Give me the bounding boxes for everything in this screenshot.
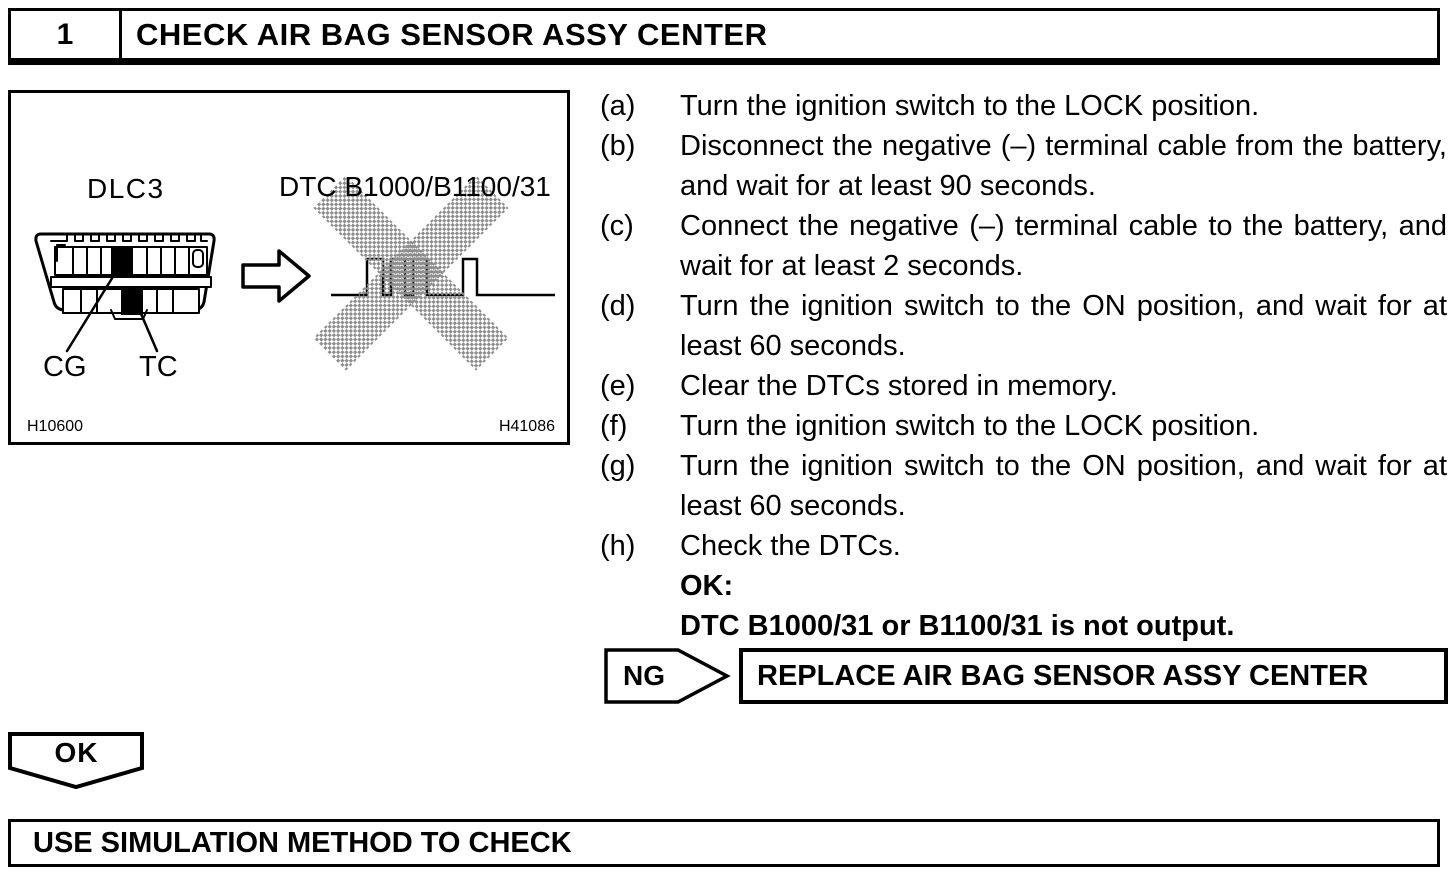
cg-leader-line	[65, 265, 121, 353]
step-text: Check the DTCs.	[680, 530, 901, 562]
step-title: CHECK AIR BAG SENSOR ASSY CENTER	[136, 16, 768, 52]
ok-heading: OK:	[680, 570, 734, 602]
step-number: 1	[11, 11, 122, 58]
step-text: Turn the ignition switch to the ON posit…	[680, 290, 1447, 362]
procedure-steps: (a) Turn the ignition switch to the LOCK…	[600, 86, 1447, 646]
figure-ref-left: H10600	[27, 418, 84, 435]
step-header: 1 CHECK AIR BAG SENSOR ASSY CENTER	[8, 8, 1440, 65]
step-g: (g) Turn the ignition switch to the ON p…	[600, 446, 1447, 526]
figure-artwork	[34, 175, 555, 371]
tc-leader-line	[131, 293, 159, 353]
step-label: (g)	[600, 450, 636, 482]
step-label: (a)	[600, 90, 636, 122]
ng-action-box: REPLACE AIR BAG SENSOR ASSY CENTER	[739, 648, 1448, 704]
step-label: (f)	[600, 410, 628, 442]
figure-ref-right: H41086	[498, 418, 555, 435]
step-text: Turn the ignition switch to the LOCK pos…	[680, 410, 1260, 442]
step-h: (h) Check the DTCs.	[600, 526, 1447, 566]
ng-pentagon-icon	[604, 648, 731, 704]
ok-flow-label: OK	[54, 737, 99, 768]
step-label: (e)	[600, 370, 636, 402]
step-text: Turn the ignition switch to the ON posit…	[680, 450, 1447, 522]
ng-arrow-shape: NG	[604, 648, 731, 704]
step-text: Disconnect the negative (–) terminal cab…	[680, 130, 1447, 202]
step-c: (c) Connect the negative (–) terminal ca…	[600, 206, 1447, 286]
step-b: (b) Disconnect the negative (–) terminal…	[600, 126, 1447, 206]
dtc-code-label: DTC B1000/B1100/31	[279, 171, 551, 202]
step-text: Clear the DTCs stored in memory.	[680, 370, 1118, 402]
step-text: Connect the negative (–) terminal cable …	[680, 210, 1447, 282]
crossed-out-x-icon	[313, 175, 509, 371]
pin-tc-label: TC	[139, 351, 178, 383]
step-d: (d) Turn the ignition switch to the ON p…	[600, 286, 1447, 366]
ok-flow-shape: OK	[8, 732, 145, 792]
dlc3-connector-drawing	[34, 232, 216, 353]
ok-pentagon-icon	[8, 732, 144, 790]
pin-cg-highlight	[111, 247, 133, 275]
step-text: Turn the ignition switch to the LOCK pos…	[680, 90, 1260, 122]
step-label: (h)	[600, 530, 636, 562]
step-label: (b)	[600, 130, 636, 162]
step-label: (c)	[600, 210, 634, 242]
figure-box: DLC3 DTC B1000/B1100/31 CG TC H10600 H41…	[8, 90, 570, 445]
ng-branch: NG REPLACE AIR BAG SENSOR ASSY CENTER	[604, 648, 1448, 704]
ok-condition: DTC B1000/31 or B1100/31 is not output.	[680, 610, 1235, 642]
step-e: (e) Clear the DTCs stored in memory.	[600, 366, 1447, 406]
ng-label: NG	[623, 660, 665, 691]
step-a: (a) Turn the ignition switch to the LOCK…	[600, 86, 1447, 126]
pin-cg-label: CG	[43, 351, 87, 383]
arrow-right-icon	[241, 249, 311, 303]
step-label: (d)	[600, 290, 636, 322]
dlc3-label: DLC3	[87, 173, 165, 204]
step-f: (f) Turn the ignition switch to the LOCK…	[600, 406, 1447, 446]
next-step-box: USE SIMULATION METHOD TO CHECK	[8, 819, 1440, 867]
